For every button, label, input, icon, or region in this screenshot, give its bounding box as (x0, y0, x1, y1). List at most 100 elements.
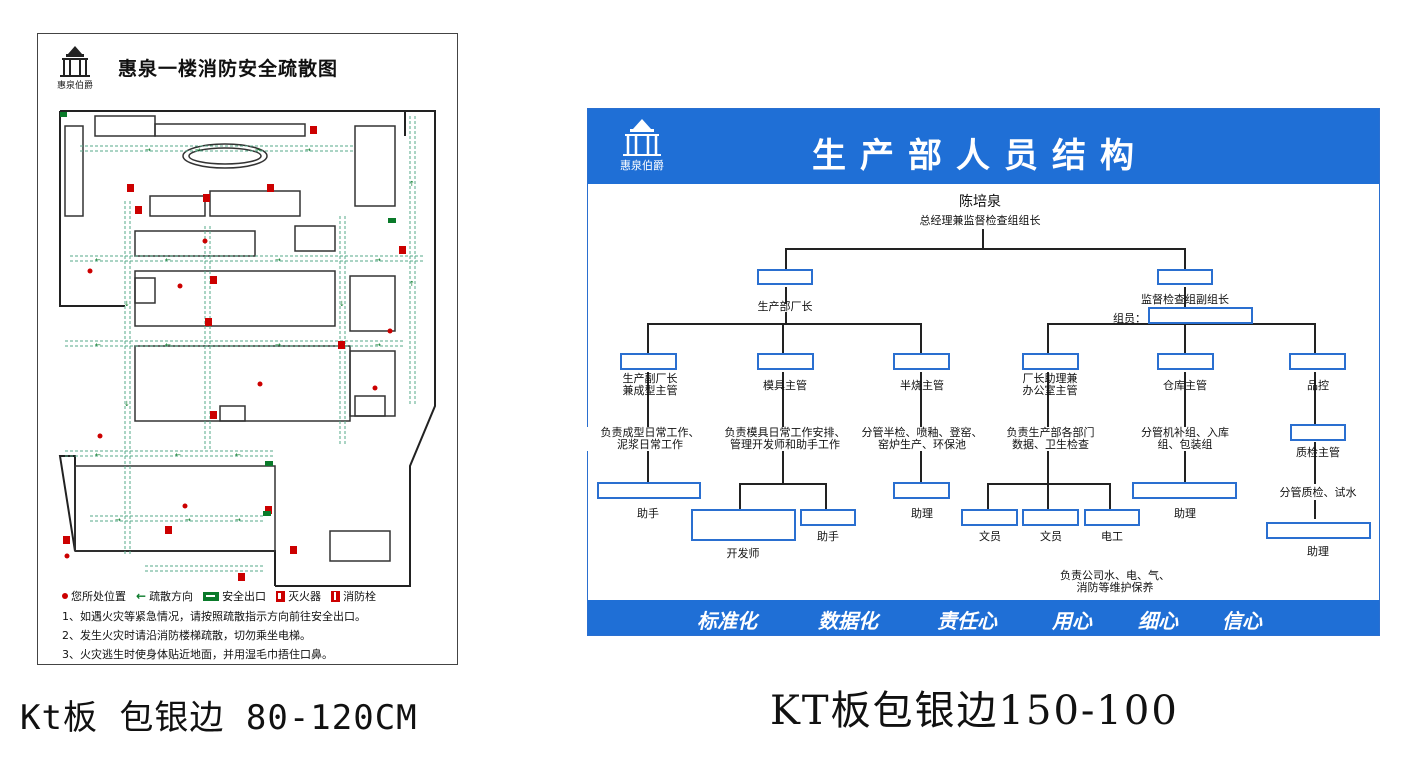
svg-text:→: → (275, 341, 281, 349)
extinguisher-icon (276, 590, 286, 602)
dept-title: 半烧主管 (900, 379, 944, 392)
hotel-logo-icon: 惠泉伯爵 (620, 119, 664, 172)
logo-text: 惠泉伯爵 (620, 158, 664, 172)
svg-text:↑: ↑ (409, 180, 415, 188)
name-box (1022, 509, 1079, 526)
slogan: 用心 (1052, 609, 1092, 633)
slogan-bar (588, 600, 1379, 635)
svg-text:↑: ↑ (409, 280, 415, 288)
hydrant-icon (331, 590, 341, 602)
slogan: 数据化 (818, 609, 878, 633)
right-caption: KT板包银边150-100 (770, 688, 1179, 734)
name-box (620, 353, 677, 370)
name-box (893, 482, 950, 499)
org-chart-title: 生产部人员结构 (812, 136, 1148, 176)
org-chart-board (587, 108, 1380, 636)
legend-extinguisher: 灭火器 (276, 588, 321, 604)
name-box (1132, 482, 1237, 499)
dept-duty: 负责生产部各部门 数据、卫生检查 (988, 427, 1113, 451)
dept-title: 仓库主管 (1163, 379, 1207, 392)
sub-label: 助理 (911, 507, 933, 520)
svg-text:→: → (255, 146, 261, 154)
floor-plan: → → → → ← ← → → ← ← → → ← ← ← → → → ↓ ↓ ↓ ↑ ↑ (55, 106, 440, 588)
svg-text:→: → (145, 146, 151, 154)
svg-text:←: ← (95, 341, 101, 349)
legend-hydrant: 消防栓 (331, 588, 376, 604)
name-box (757, 269, 813, 285)
org-chart-header (588, 109, 1379, 184)
svg-text:←: ← (165, 256, 171, 264)
svg-text:←: ← (95, 451, 101, 459)
svg-text:←: ← (175, 451, 181, 459)
svg-text:↓: ↓ (124, 400, 130, 408)
legend-location: 您所处位置 (62, 588, 126, 604)
svg-text:←: ← (95, 256, 101, 264)
logo-text: 惠泉伯爵 (57, 79, 93, 91)
dept-title: 品控 (1307, 379, 1329, 392)
name-box (800, 509, 856, 526)
electrician-duty: 负责公司水、电、气、 消防等维护保养 (1060, 569, 1170, 594)
dept-duty: 分管机补组、入库 组、包装组 (1125, 427, 1245, 451)
name-box (1157, 269, 1213, 285)
svg-text:→: → (375, 341, 381, 349)
name-box (1266, 522, 1371, 539)
evacuation-map-title: 惠泉一楼消防安全疏散图 (118, 58, 339, 80)
dept-duty: 负责成型日常工作、 泥浆日常工作 (580, 427, 720, 451)
dept-duty: 负责模具日常工作安排、 管理开发师和助手工作 (710, 427, 860, 451)
name-box (597, 482, 701, 499)
dept-title: 模具主管 (763, 379, 807, 392)
slogan: 信心 (1222, 609, 1262, 633)
name-box (1157, 353, 1214, 370)
name-box (691, 509, 796, 541)
sub-label: 助理 (1174, 507, 1196, 520)
name-box (1084, 509, 1140, 526)
slogan: 责任心 (937, 609, 997, 633)
dept-title: 厂长助理兼 办公室主管 (1022, 372, 1078, 397)
svg-text:→: → (115, 516, 121, 524)
sub-label: 开发师 (726, 547, 760, 560)
slogan: 细心 (1138, 609, 1178, 633)
map-legend: 您所处位置 ←疏散方向 安全出口 灭火器 消防栓 (62, 588, 376, 604)
member-label: 组员： (1113, 312, 1146, 325)
legend-exit: 安全出口 (203, 588, 266, 604)
svg-text:↓: ↓ (124, 300, 130, 308)
location-dot-icon (62, 593, 68, 599)
level2-label: 生产部厂长 (757, 300, 813, 313)
name-box (961, 509, 1018, 526)
name-box (1289, 353, 1346, 370)
top-manager-role: 总经理兼监督检查组组长 (919, 214, 1041, 227)
svg-text:→: → (185, 516, 191, 524)
member-name-box (1148, 307, 1253, 324)
dept-duty: 分管质检、试水 (1258, 484, 1378, 500)
sub-dept-title: 质检主管 (1296, 446, 1340, 459)
svg-text:→: → (235, 516, 241, 524)
sub-label: 文员 (979, 530, 1001, 543)
exit-sign-icon (203, 591, 220, 601)
svg-text:↓: ↓ (339, 300, 345, 308)
level2-label: 监督检查组副组长 (1141, 293, 1229, 306)
slogan: 标准化 (697, 609, 757, 633)
evacuation-arrow-icon: ← (136, 589, 147, 603)
sub-label: 助理 (1307, 545, 1329, 558)
hotel-logo-icon: 惠泉伯爵 (57, 46, 93, 91)
dept-title: 生产副厂长 兼成型主管 (622, 372, 678, 397)
legend-evacuation: ←疏散方向 (136, 589, 194, 603)
svg-text:→: → (375, 256, 381, 264)
svg-text:→: → (305, 146, 311, 154)
top-manager-name: 陈培泉 (959, 194, 1001, 210)
sub-label: 文员 (1040, 530, 1062, 543)
safety-note: 1、如遇火灾等紧急情况，请按照疏散指示方向前往安全出口。 (62, 610, 366, 623)
svg-text:→: → (275, 256, 281, 264)
name-box (1022, 353, 1079, 370)
name-box (893, 353, 950, 370)
safety-note: 3、火灾逃生时使身体贴近地面，并用湿毛巾捂住口鼻。 (62, 648, 333, 661)
svg-text:←: ← (235, 451, 241, 459)
name-box (1290, 424, 1346, 441)
name-box (757, 353, 814, 370)
svg-text:←: ← (165, 341, 171, 349)
left-caption: Kt板 包银边 80-120CM (20, 698, 418, 738)
sub-label: 助手 (817, 530, 839, 543)
safety-note: 2、发生火灾时请沿消防楼梯疏散，切勿乘坐电梯。 (62, 629, 311, 642)
svg-text:→: → (195, 146, 201, 154)
dept-duty: 分管半检、喷釉、登窑、 窑炉生产、环保池 (852, 427, 992, 451)
